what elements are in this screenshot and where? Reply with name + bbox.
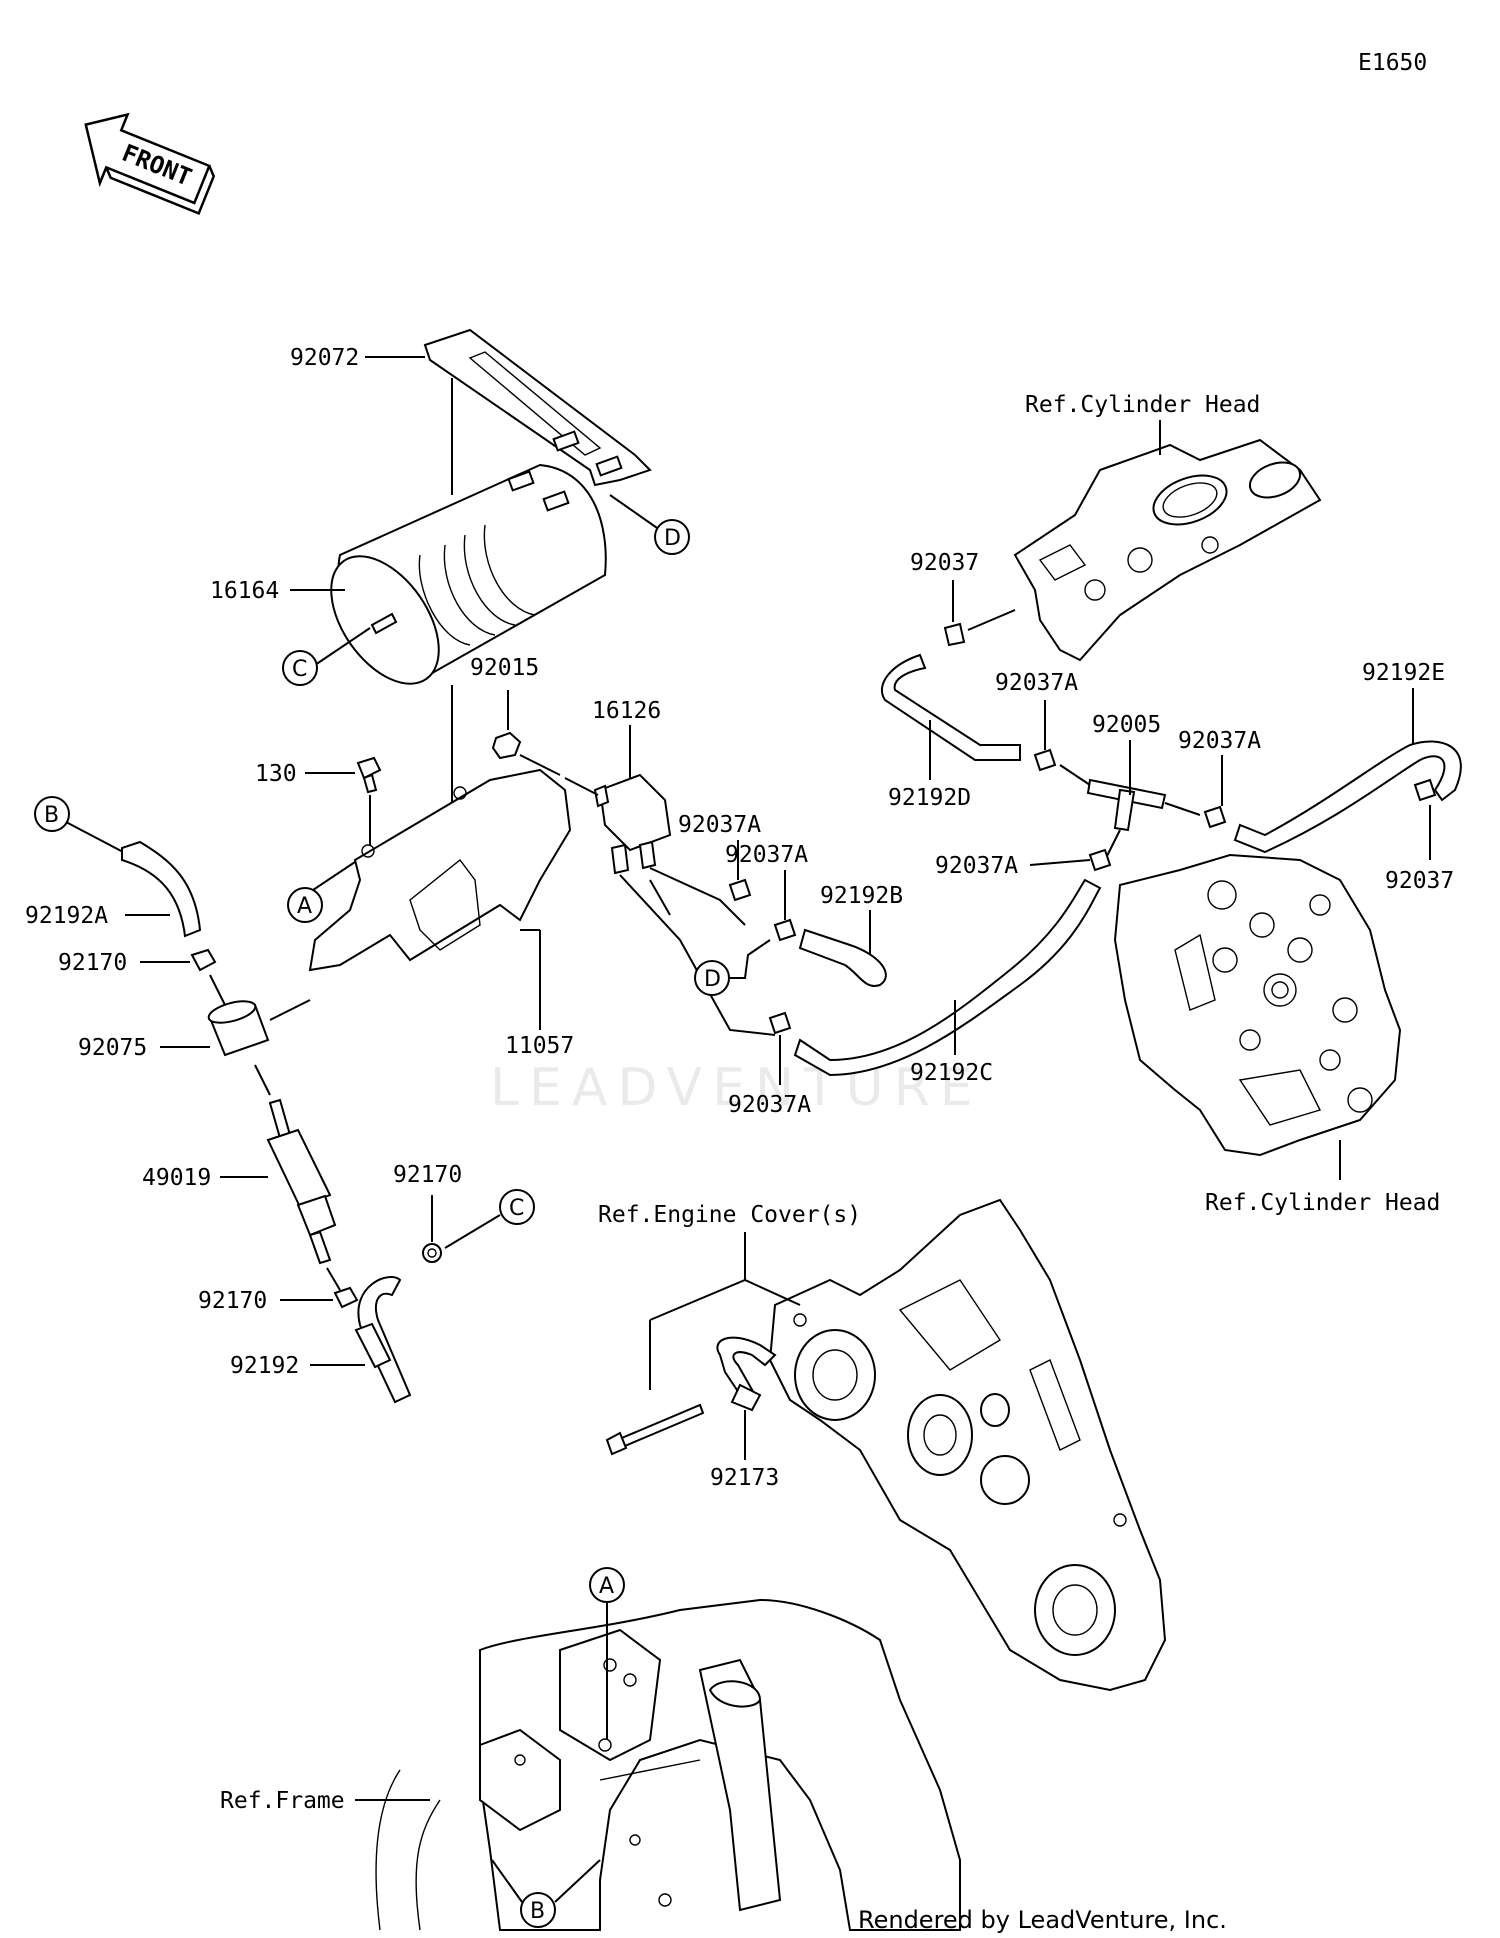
clamp-92037A-5 [1203,805,1227,829]
svg-text:C: C [292,657,307,682]
label-92192D: 92192D [888,785,971,811]
ref-cylinder-head-right: Ref.Cylinder Head [1205,1190,1440,1216]
cylinder-head-top [1013,438,1322,662]
tee-92005 [1086,778,1167,832]
label-92037A-4: 92037A [995,670,1078,696]
svg-text:B: B [44,803,59,828]
callout-d-canister: D [654,519,690,555]
callout-c-canister: C [282,650,318,686]
watermark: LEADVENTURE [490,1058,983,1118]
svg-text:A: A [297,894,312,919]
clamp-92037-right [1413,778,1437,802]
engine-cover [768,1198,1167,1692]
clamp-92037-top [943,622,966,647]
label-92037-top: 92037 [910,550,979,576]
svg-text:B: B [530,1899,545,1924]
cylinder-head-right [1113,853,1402,1157]
ref-frame: Ref.Frame [220,1788,345,1814]
valve-16126 [593,773,672,875]
canister-16164 [330,430,623,685]
label-92170-low: 92170 [198,1288,267,1314]
label-92072: 92072 [290,345,359,371]
label-92192: 92192 [230,1353,299,1379]
clamp-92170-low [333,1286,359,1309]
hose-92192C [793,878,1102,1077]
label-92173: 92173 [710,1465,779,1491]
hose-92192D [880,653,1021,761]
credit-line: Rendered by LeadVenture, Inc. [858,1906,1227,1934]
clamp-92037A-6 [1088,848,1112,872]
clamp-92037A-4 [1033,748,1057,772]
frame [375,1598,961,1931]
hose-92192 [354,1276,412,1404]
label-92192A: 92192A [25,903,108,929]
bracket-11057 [308,768,572,972]
label-92192E: 92192E [1362,660,1445,686]
label-16164: 16164 [210,578,279,604]
label-16126: 16126 [592,698,661,724]
label-92037A-3: 92037A [728,1092,811,1118]
label-92037A-5: 92037A [1178,728,1261,754]
label-130: 130 [255,761,297,787]
hose-92192A [121,840,202,938]
callout-a-left: A [287,887,323,923]
svg-text:D: D [664,526,681,551]
nut-92015 [491,731,522,760]
grommet-92075 [207,1000,270,1057]
label-92170-top: 92170 [58,950,127,976]
callout-c-lower: C [499,1189,535,1225]
callout-d-center: D [694,960,730,996]
front-arrow-icon: FRONT [84,112,216,216]
label-92170-mid: 92170 [393,1162,462,1188]
clamp-92037A-3 [768,1011,792,1035]
strap-92072 [423,328,652,487]
callout-a-bottom: A [589,1567,625,1603]
label-92037-right: 92037 [1385,868,1454,894]
filter-49019 [266,1098,337,1265]
clamp-92170-top [190,948,217,972]
ref-engine-cover: Ref.Engine Cover(s) [598,1202,861,1228]
diagram-code: E1650 [1358,50,1427,76]
bolt-engine-cover [605,1403,705,1456]
clamp-92170-mid [422,1243,442,1263]
label-92037A-1: 92037A [678,812,761,838]
label-92192C: 92192C [910,1060,993,1086]
label-11057: 11057 [505,1033,574,1059]
label-92005: 92005 [1092,712,1161,738]
svg-text:C: C [509,1196,524,1221]
label-92075: 92075 [78,1035,147,1061]
hose-92192B [798,928,887,987]
label-92015: 92015 [470,655,539,681]
clip-92173 [716,1336,777,1412]
label-92037A-2: 92037A [725,842,808,868]
clamp-92037A-2 [773,918,797,942]
ref-cylinder-head-top: Ref.Cylinder Head [1025,392,1260,418]
svg-text:D: D [704,967,721,992]
callout-b-top: B [34,796,70,832]
callout-b-bottom: B [520,1892,556,1928]
hose-92192E [1233,740,1462,854]
label-49019: 49019 [142,1165,211,1191]
clamp-92037A-1 [728,878,752,902]
label-92037A-6: 92037A [935,853,1018,879]
svg-text:A: A [599,1574,614,1599]
bolt-130 [356,756,382,794]
label-92192B: 92192B [820,883,903,909]
